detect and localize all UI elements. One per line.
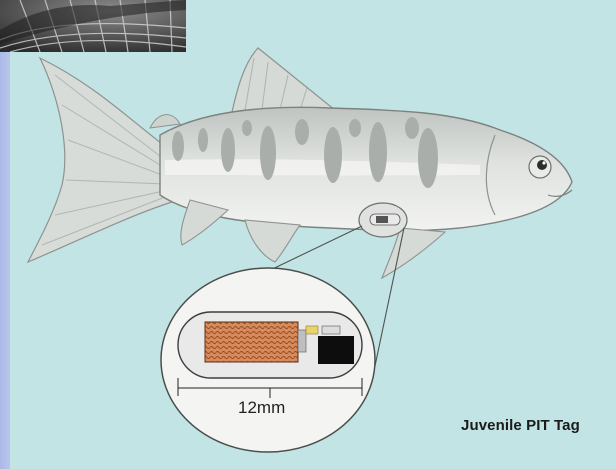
pit-tag-chip [318,336,354,364]
magnified-tag-view [161,268,375,452]
tag-location-marker [359,203,407,237]
fish-tail [28,58,178,262]
fish-adipose-fin [150,115,180,128]
diagram-caption: Juvenile PIT Tag [461,417,580,434]
fish-dorsal-fin [232,48,335,112]
pit-tag-coil [205,322,298,362]
measurement-label: 12mm [238,398,285,418]
